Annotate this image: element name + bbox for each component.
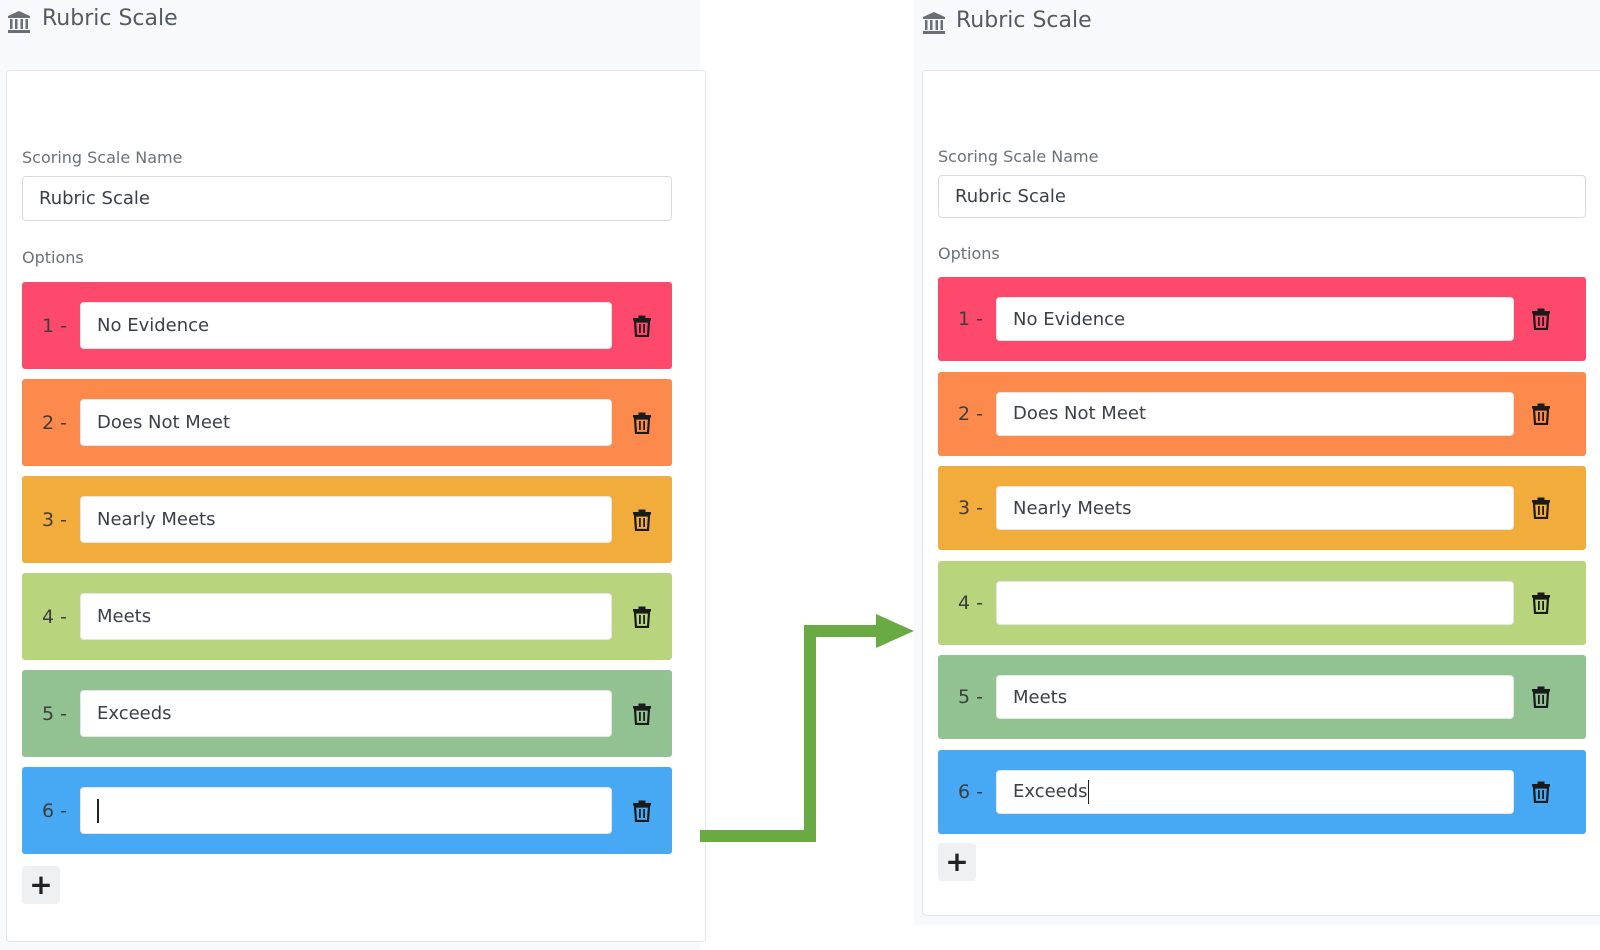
text-cursor — [1087, 779, 1090, 804]
option-input-value: Nearly Meets — [97, 509, 216, 530]
plus-icon: + — [945, 845, 969, 878]
option-number: 1 - — [958, 308, 983, 330]
text-cursor — [97, 798, 99, 823]
option-number: 3 - — [42, 508, 67, 531]
bank-icon — [923, 12, 945, 34]
option-row: 5 - Meets — [938, 655, 1586, 739]
option-number: 1 - — [42, 314, 67, 337]
trash-icon[interactable] — [1531, 686, 1551, 709]
option-input-value: Meets — [97, 606, 152, 627]
option-number: 4 - — [958, 591, 983, 614]
option-input[interactable] — [80, 787, 612, 834]
option-number: 4 - — [42, 605, 67, 628]
options-label: Options — [22, 248, 84, 267]
plus-icon: + — [29, 868, 53, 901]
trash-icon[interactable] — [632, 703, 652, 725]
option-input[interactable]: Exceeds — [996, 769, 1514, 814]
option-number: 5 - — [42, 702, 67, 725]
option-input[interactable]: Meets — [996, 675, 1514, 719]
trash-icon[interactable] — [632, 315, 652, 337]
option-input-value: Nearly Meets — [1013, 497, 1132, 519]
panel-header: Rubric Scale — [0, 0, 700, 70]
scale-editor-before: Rubric Scale Scoring Scale Name Rubric S… — [0, 0, 706, 950]
option-row: 4 - Meets — [22, 573, 672, 660]
option-row: 2 - Does Not Meet — [22, 379, 672, 466]
option-input-value: No Evidence — [97, 315, 210, 336]
option-input[interactable]: Nearly Meets — [80, 496, 612, 543]
option-input[interactable]: Meets — [80, 593, 612, 640]
option-input-value: Meets — [1013, 686, 1068, 708]
option-row: 3 - Nearly Meets — [22, 476, 672, 563]
option-input[interactable] — [996, 580, 1514, 625]
option-row: 1 - No Evidence — [22, 282, 672, 369]
option-number: 6 - — [42, 799, 67, 822]
option-row: 5 - Exceeds — [22, 670, 672, 757]
option-row: 6 - Exceeds — [938, 749, 1586, 834]
add-option-button[interactable]: + — [22, 866, 60, 904]
panel-header: Rubric Scale — [914, 0, 1600, 70]
option-input-value: No Evidence — [1013, 308, 1126, 330]
trash-icon[interactable] — [632, 800, 652, 822]
trash-icon[interactable] — [1531, 592, 1551, 614]
page-title: Rubric Scale — [956, 8, 1092, 33]
trash-icon[interactable] — [1531, 497, 1551, 520]
page-title: Rubric Scale — [42, 6, 178, 31]
add-option-button[interactable]: + — [938, 843, 976, 881]
trash-icon[interactable] — [632, 606, 652, 628]
scale-name-label: Scoring Scale Name — [938, 147, 1099, 166]
option-input-value: Exceeds — [1013, 781, 1088, 802]
scale-name-label: Scoring Scale Name — [22, 148, 183, 167]
option-number: 5 - — [958, 686, 983, 708]
option-input[interactable]: No Evidence — [996, 297, 1514, 341]
option-input[interactable]: No Evidence — [80, 302, 612, 349]
option-input[interactable]: Nearly Meets — [996, 486, 1514, 530]
option-input-value: Exceeds — [97, 703, 172, 724]
scale-name-input[interactable]: Rubric Scale — [22, 176, 672, 221]
trash-icon[interactable] — [1531, 781, 1551, 803]
option-number: 3 - — [958, 497, 983, 519]
options-label: Options — [938, 244, 1000, 263]
option-row: 6 - — [22, 767, 672, 854]
option-input[interactable]: Exceeds — [80, 690, 612, 737]
option-number: 2 - — [958, 402, 983, 425]
option-row: 3 - Nearly Meets — [938, 466, 1586, 550]
option-row: 4 - — [938, 560, 1586, 645]
option-input[interactable]: Does Not Meet — [80, 399, 612, 446]
option-number: 2 - — [42, 411, 67, 434]
bank-icon — [8, 11, 30, 33]
option-input[interactable]: Does Not Meet — [996, 391, 1514, 436]
trash-icon[interactable] — [1531, 308, 1551, 331]
trash-icon[interactable] — [1531, 403, 1551, 425]
trash-icon[interactable] — [632, 412, 652, 434]
trash-icon[interactable] — [632, 509, 652, 531]
scale-editor-after: Rubric Scale Scoring Scale Name Rubric S… — [914, 0, 1600, 925]
option-input-value: Does Not Meet — [1013, 403, 1147, 424]
option-input-value: Does Not Meet — [97, 412, 231, 433]
option-row: 1 - No Evidence — [938, 277, 1586, 361]
scale-name-input[interactable]: Rubric Scale — [938, 175, 1586, 218]
option-number: 6 - — [958, 780, 983, 803]
option-row: 2 - Does Not Meet — [938, 371, 1586, 456]
